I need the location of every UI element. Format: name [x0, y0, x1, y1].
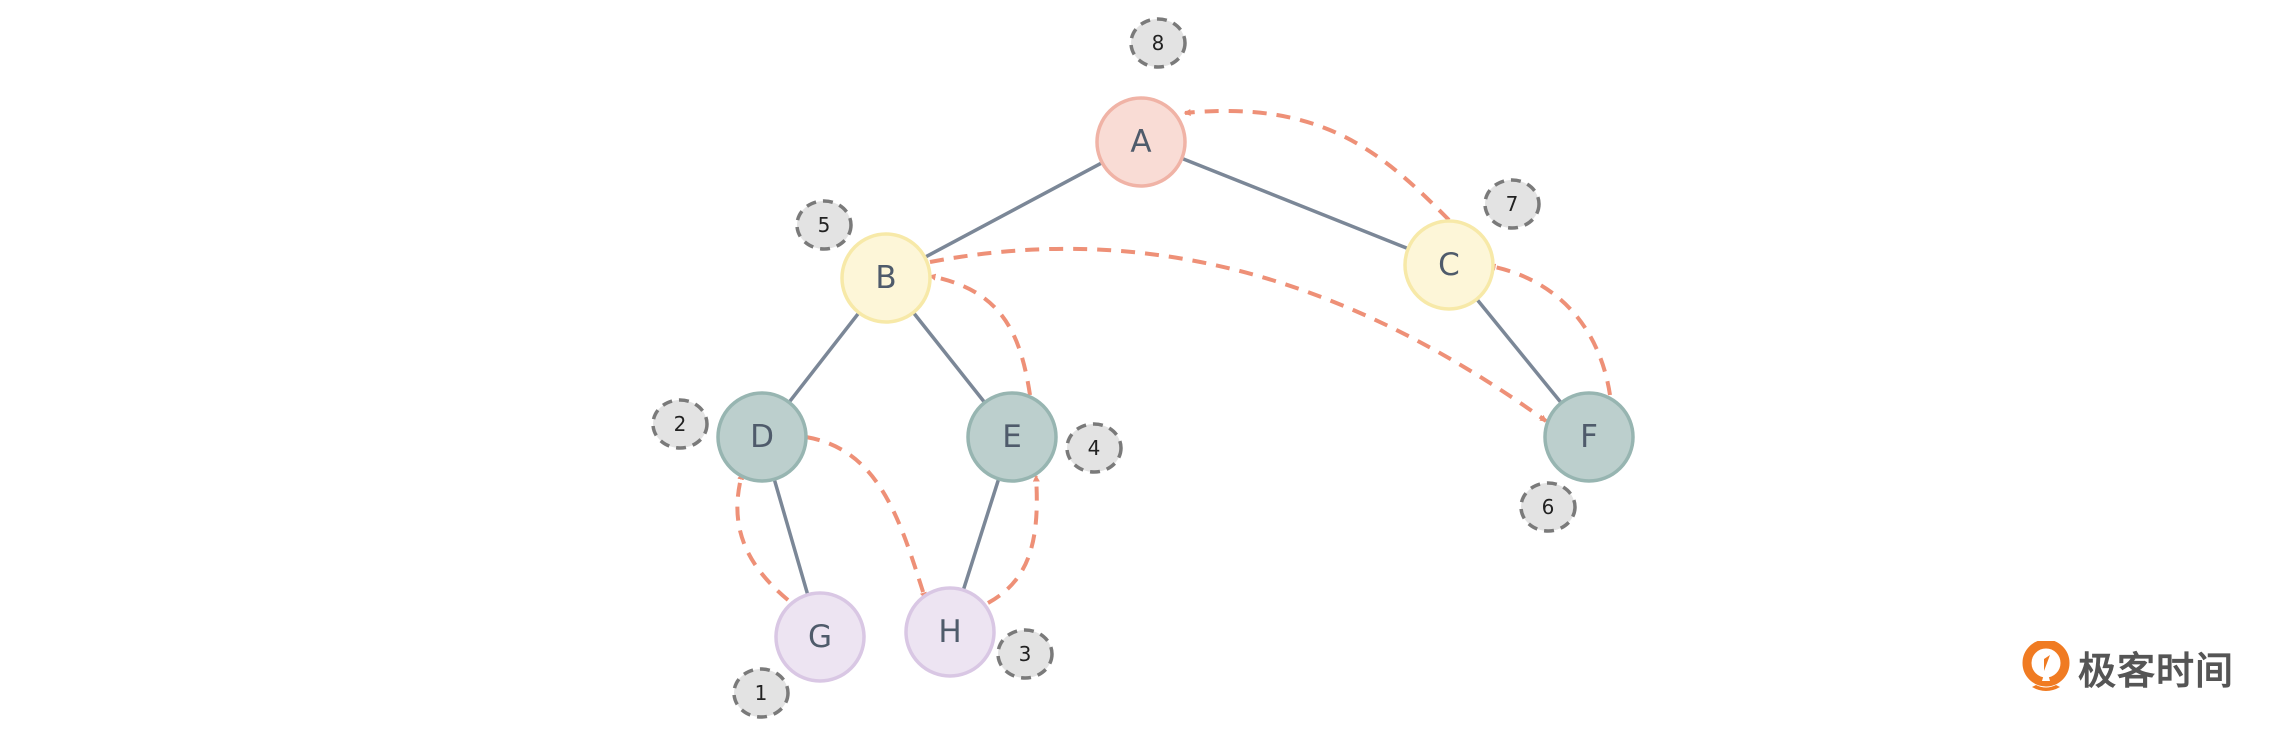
traversal-arrows	[735, 108, 1612, 605]
tree-edge-e-h	[961, 478, 1001, 591]
order-badge-circle	[1519, 481, 1577, 533]
order-badge-circle	[732, 667, 790, 719]
order-badge-label: 4	[1088, 436, 1101, 460]
order-badge-label: 2	[674, 412, 687, 436]
tree-edge-b-d	[787, 311, 861, 404]
order-badge-label: 6	[1542, 495, 1555, 519]
traversal-arrow-b-f	[929, 246, 1548, 423]
tree-node-b: B	[840, 232, 932, 324]
node-label: C	[1438, 247, 1460, 283]
order-badges: 8 5 7 2 4 6 1 3	[651, 17, 1577, 719]
node-circle	[1095, 96, 1187, 188]
node-label: B	[875, 260, 896, 296]
node-circle	[966, 391, 1058, 483]
order-badge-circle	[651, 398, 709, 450]
tree-edge-a-b	[924, 161, 1104, 259]
order-badge-label: 7	[1506, 192, 1519, 216]
order-badge-8: 8	[1129, 17, 1187, 69]
order-badge-5: 5	[795, 199, 853, 251]
order-badge-6: 6	[1519, 481, 1577, 533]
order-badge-circle	[1129, 17, 1187, 69]
geektime-logo-icon	[2022, 640, 2070, 691]
traversal-arrow-g-d	[735, 472, 790, 602]
tree-edges	[772, 156, 1563, 596]
tree-edge-b-e	[911, 311, 987, 404]
order-badge-label: 3	[1019, 642, 1032, 666]
order-badge-1: 1	[732, 667, 790, 719]
tree-edge-c-f	[1475, 298, 1563, 404]
traversal-arrow-e-b	[928, 273, 1032, 396]
order-badge-label: 8	[1152, 31, 1165, 55]
node-circle	[1543, 391, 1635, 483]
traversal-arrow-h-e	[987, 474, 1040, 605]
order-badge-label: 5	[818, 213, 831, 237]
traversal-arrow-d-h	[805, 435, 927, 600]
tree-node-c: C	[1403, 219, 1495, 311]
tree-nodes: A B C D E F G H	[716, 96, 1635, 683]
traversal-arrow-f-c	[1488, 263, 1612, 396]
node-label: E	[1002, 419, 1022, 455]
order-badge-3: 3	[996, 628, 1054, 680]
node-circle	[840, 232, 932, 324]
order-badge-circle	[1483, 178, 1541, 230]
tree-node-a: A	[1095, 96, 1187, 188]
order-badge-circle	[1065, 422, 1123, 474]
order-badge-circle	[996, 628, 1054, 680]
node-circle	[716, 391, 808, 483]
order-badge-2: 2	[651, 398, 709, 450]
tree-node-h: H	[904, 586, 996, 678]
node-label: G	[808, 619, 832, 655]
tree-edge-d-g	[772, 478, 810, 596]
node-label: D	[750, 419, 774, 455]
node-circle	[774, 591, 866, 683]
tree-node-f: F	[1543, 391, 1635, 483]
tree-node-e: E	[966, 391, 1058, 483]
order-badge-label: 1	[755, 681, 768, 705]
tree-edge-a-c	[1181, 156, 1409, 251]
tree-node-d: D	[716, 391, 808, 483]
node-label: F	[1580, 419, 1598, 455]
order-badge-4: 4	[1065, 422, 1123, 474]
tree-node-g: G	[774, 591, 866, 683]
order-badge-circle	[795, 199, 853, 251]
node-circle	[904, 586, 996, 678]
brand-logo: 极客时间	[2022, 640, 2234, 695]
node-label: A	[1130, 124, 1151, 160]
order-badge-7: 7	[1483, 178, 1541, 230]
node-circle	[1403, 219, 1495, 311]
brand-logo-text: 极客时间	[2078, 649, 2235, 693]
traversal-arrow-c-a	[1183, 108, 1451, 222]
node-label: H	[938, 614, 961, 650]
